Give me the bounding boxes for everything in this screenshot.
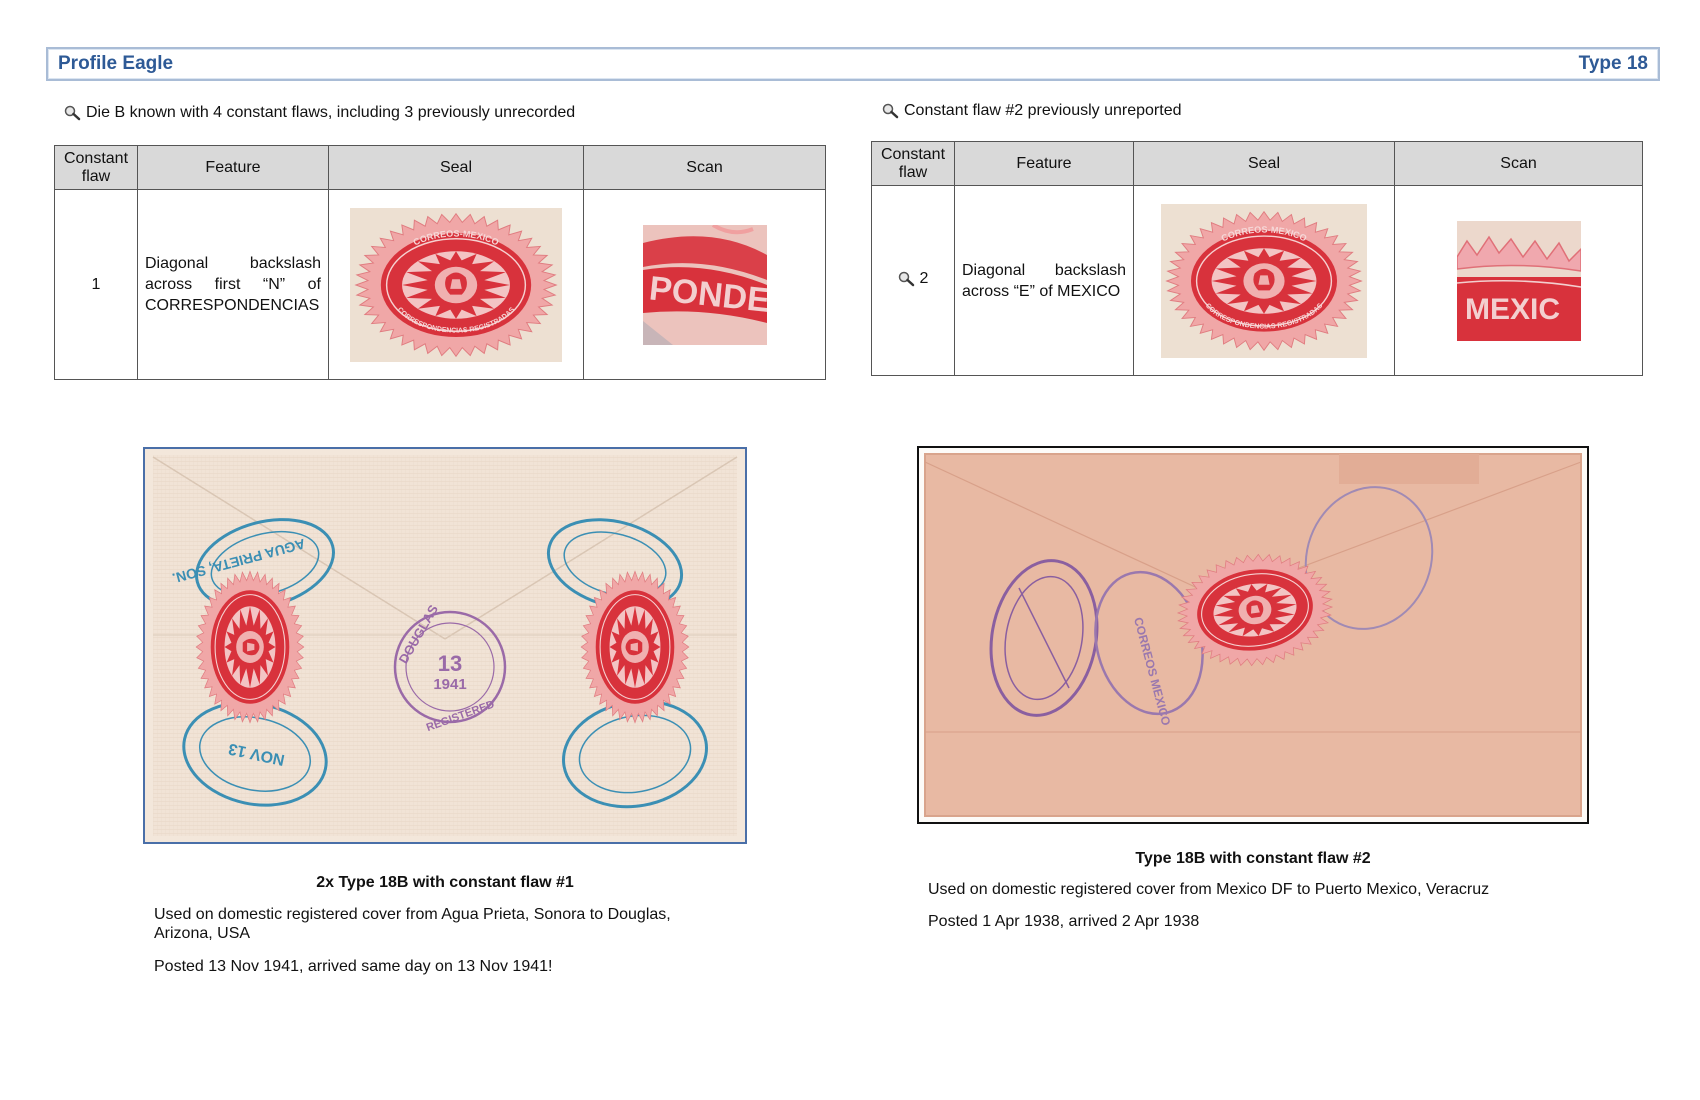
magnifier-icon xyxy=(64,105,81,121)
header-type: Type 18 xyxy=(1578,53,1648,74)
table-row: 2 Diagonal backslash across “E” of MEXIC… xyxy=(871,185,1643,376)
scan-cell: MEXIC xyxy=(1394,185,1643,376)
right-caption-line: Used on domestic registered cover from M… xyxy=(928,881,1490,898)
magnifier-icon xyxy=(882,103,899,119)
left-caption-line: Posted 13 Nov 1941, arrived same day on … xyxy=(154,958,553,975)
seal-image: CORREOS-MEXICO CORRESPONDENCIAS REGISTRA… xyxy=(1161,203,1367,358)
left-caption-title: 2x Type 18B with constant flaw #1 xyxy=(316,874,574,891)
flaw-feature: Diagonal backslash across “E” of MEXICO xyxy=(954,185,1134,376)
left-note: Die B known with 4 constant flaws, inclu… xyxy=(64,104,575,122)
magnifier-icon xyxy=(898,271,914,286)
right-flaw-table: Constant flaw Feature Seal Scan 2 Diagon… xyxy=(871,141,1643,376)
left-note-text: Die B known with 4 constant flaws, inclu… xyxy=(86,104,576,121)
right-note: Constant flaw #2 previously unreported xyxy=(882,102,1182,120)
left-flaw-table: Constant flaw Feature Seal Scan 1 Diagon… xyxy=(54,145,826,380)
flaw-number-cell: 2 xyxy=(871,185,955,376)
page-header: Profile Eagle Type 18 xyxy=(46,47,1660,81)
cover-image-left: AGUA PRIETA, SON. NOV 13 DOUGLAS 13 1941… xyxy=(143,447,747,844)
column-header: Seal xyxy=(1133,141,1395,186)
column-header: Scan xyxy=(1394,141,1643,186)
left-caption-line: Used on domestic registered cover from A… xyxy=(154,906,671,942)
cover-illustration: AGUA PRIETA, SON. NOV 13 DOUGLAS 13 1941… xyxy=(145,449,745,842)
cover-illustration: CORREOS MEXICO xyxy=(924,453,1582,817)
right-caption-title: Type 18B with constant flaw #2 xyxy=(1135,850,1371,867)
scan-text: MEXIC xyxy=(1465,293,1560,326)
scan-image: PONDEN xyxy=(642,224,767,345)
douglas-postmark-day: 13 xyxy=(438,651,462,676)
column-header: Seal xyxy=(328,145,584,190)
header-title: Profile Eagle xyxy=(58,53,174,74)
table-row: 1 Diagonal backslash across first “N” of… xyxy=(54,189,826,380)
cover-image-right: CORREOS MEXICO xyxy=(917,446,1589,824)
flaw-number: 2 xyxy=(919,269,929,287)
column-header: Constant flaw xyxy=(871,141,955,186)
column-header: Feature xyxy=(137,145,329,190)
right-note-text: Constant flaw #2 previously unreported xyxy=(904,102,1182,119)
column-header: Scan xyxy=(583,145,826,190)
column-header: Constant flaw xyxy=(54,145,138,190)
column-header: Feature xyxy=(954,141,1134,186)
seal-cell: CORREOS-MEXICO CORRESPONDENCIAS REGISTRA… xyxy=(1133,185,1395,376)
seal-cell: CORREOS-MEXICO CORRESPONDENCIAS REGISTRA… xyxy=(328,189,584,380)
scan-image: MEXIC xyxy=(1456,220,1581,341)
right-caption-line: Posted 1 Apr 1938, arrived 2 Apr 1938 xyxy=(928,913,1200,930)
flaw-number: 1 xyxy=(54,189,138,380)
flaw-feature: Diagonal backslash across first “N” of C… xyxy=(137,189,329,380)
douglas-postmark-year: 1941 xyxy=(433,676,466,693)
scan-cell: PONDEN xyxy=(583,189,826,380)
seal-image: CORREOS-MEXICO CORRESPONDENCIAS REGISTRA… xyxy=(350,207,562,362)
